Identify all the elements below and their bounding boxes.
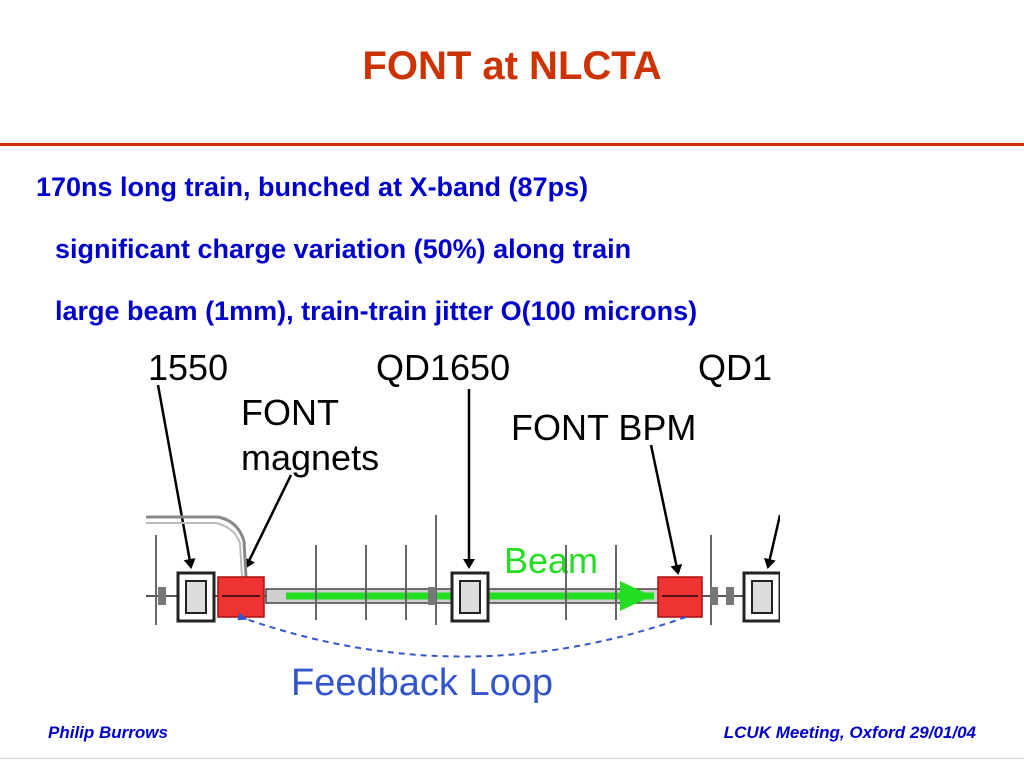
font-bpm-pointer <box>649 444 683 575</box>
feedback-loop-label: Feedback Loop <box>291 662 553 704</box>
quad-right-label: QD1 <box>698 347 772 388</box>
footer-divider <box>0 758 1024 759</box>
bullet-train-length: 170ns long train, bunched at X-band (87p… <box>36 172 589 202</box>
font-magnets-pointer <box>244 474 293 569</box>
magnet-cable-inner <box>146 522 243 578</box>
beam-arrowhead <box>620 581 652 611</box>
magnet-cable <box>146 515 248 578</box>
feedback-loop-arc <box>237 612 687 658</box>
quad-mid-label: QD1650 <box>376 347 510 388</box>
font-magnets-label-line2: magnets <box>241 437 379 478</box>
beam-label: Beam <box>504 540 598 581</box>
quad-right-pointer <box>763 514 780 569</box>
quad-left-pointer <box>156 384 196 569</box>
quadrupole-left <box>176 571 216 623</box>
quadrupole-mid <box>450 571 490 623</box>
slide-title: FONT at NLCTA <box>362 44 662 88</box>
bullet-charge-variation: significant charge variation (50%) along… <box>55 234 632 264</box>
support-rods <box>155 515 712 625</box>
font-bpm-label: FONT BPM <box>511 407 696 448</box>
quadrupole-right <box>742 571 780 623</box>
flanges <box>158 587 734 605</box>
beamline-diagram: 1550 QD1650 QD1 FONT magnets FONT BPM Be… <box>146 345 780 710</box>
footer-author: Philip Burrows <box>48 723 168 742</box>
bullet-beam-jitter: large beam (1mm), train-train jitter O(1… <box>55 296 698 326</box>
quad-left-label: 1550 <box>148 347 228 388</box>
font-magnets-label-line1: FONT <box>241 392 339 433</box>
footer-meeting: LCUK Meeting, Oxford 29/01/04 <box>723 723 976 742</box>
title-divider <box>0 143 1024 146</box>
beamline-svg: 1550 QD1650 QD1 FONT magnets FONT BPM Be… <box>146 347 780 704</box>
